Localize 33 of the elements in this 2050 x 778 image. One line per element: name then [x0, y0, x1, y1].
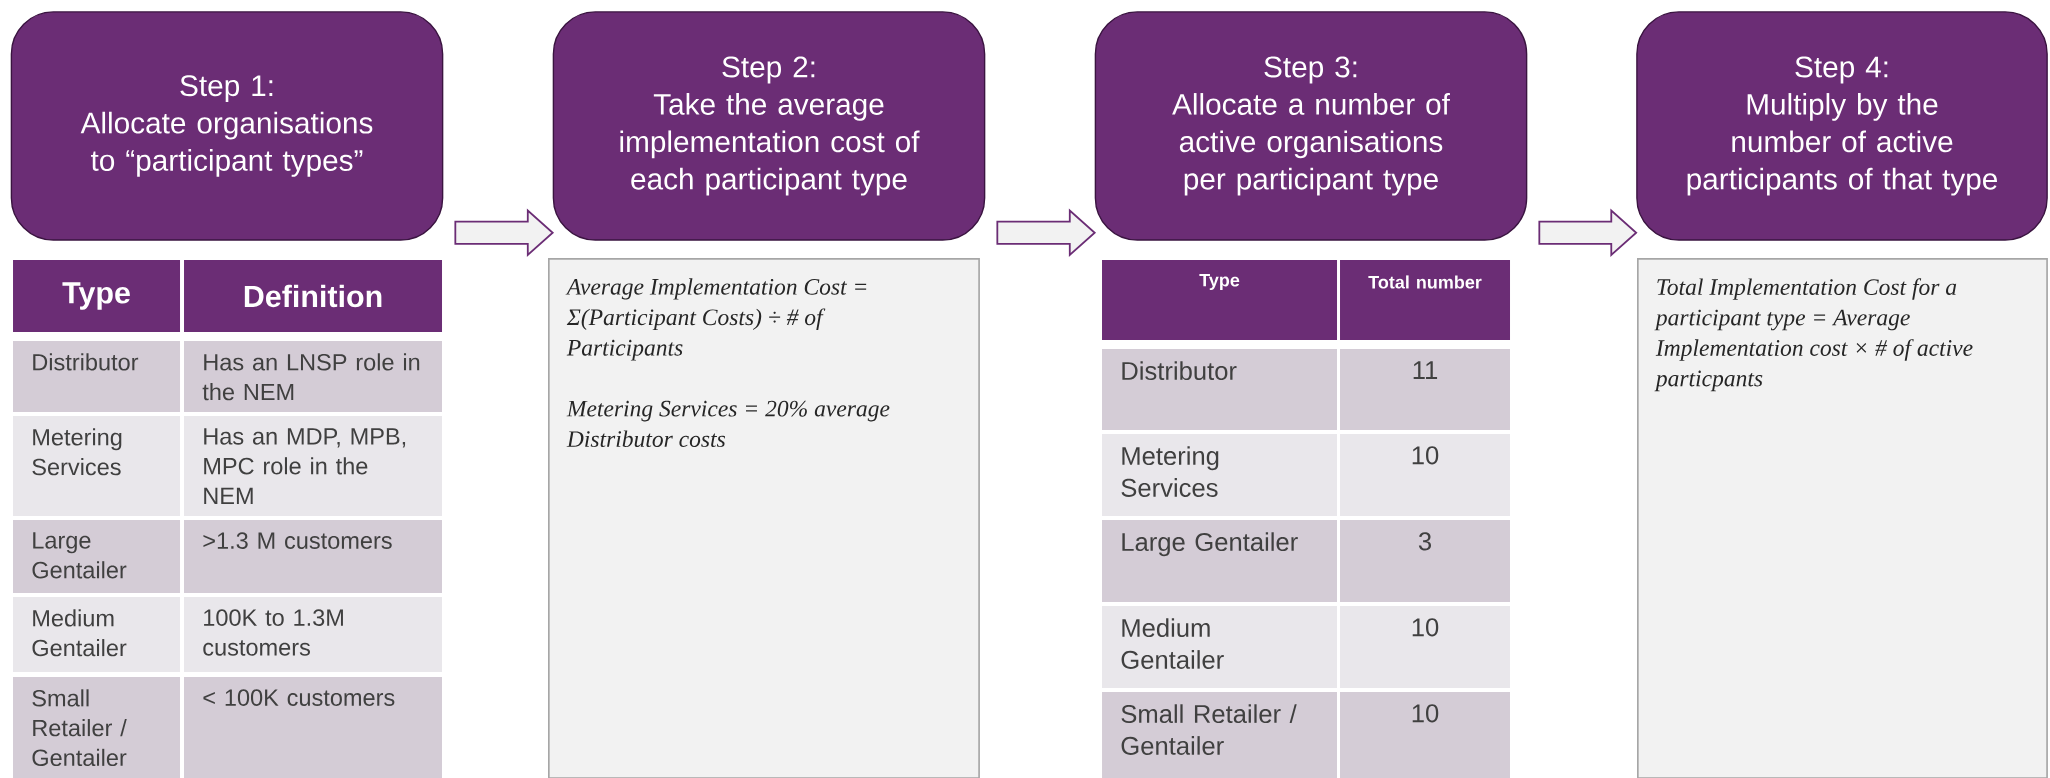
- step-box: Step 4: Multiply by the number of active participants of that type: [1636, 11, 2048, 241]
- table-cell: Metering Services: [13, 416, 180, 516]
- table-header-cell: Type: [1102, 260, 1337, 340]
- table-cell: Has an LNSP role in the NEM: [184, 341, 442, 412]
- formula-box: Total Implementation Cost for a participant type = Average Implementation cost × # of active particpants: [1637, 258, 2048, 778]
- table-cell: Distributor: [1102, 349, 1337, 430]
- table-cell: >1.3 M customers: [184, 520, 442, 593]
- table-cell: 3: [1340, 520, 1510, 602]
- block-arrow: [996, 208, 1097, 257]
- table-cell: 11: [1340, 349, 1510, 430]
- formula-box: Average Implementation Cost = Σ(Participant Costs) ÷ # of Participants Metering Services = 20% average Distributor costs: [548, 258, 980, 778]
- table-cell: Large Gentailer: [1102, 520, 1337, 602]
- step-box: Step 2: Take the average implementation cost of each participant type: [552, 11, 986, 241]
- table-cell: Metering Services: [1102, 434, 1337, 516]
- table-cell: 10: [1340, 434, 1510, 516]
- table-cell: Medium Gentailer: [1102, 606, 1337, 688]
- table-cell: Small Retailer / Gentailer: [13, 677, 180, 778]
- table-cell: 10: [1340, 692, 1510, 778]
- step-box: Step 3: Allocate a number of active organisations per participant type: [1094, 11, 1528, 241]
- table-cell: Distributor: [13, 341, 180, 412]
- table-cell: Small Retailer / Gentailer: [1102, 692, 1337, 778]
- table-cell: 100K to 1.3M customers: [184, 597, 442, 672]
- table-cell: 10: [1340, 606, 1510, 688]
- table-cell: Has an MDP, MPB, MPC role in the NEM: [184, 416, 442, 516]
- table-cell: < 100K customers: [184, 677, 442, 778]
- block-arrow: [454, 208, 555, 257]
- block-arrow: [1538, 208, 1638, 257]
- table-cell: Large Gentailer: [13, 520, 180, 593]
- step-box: Step 1: Allocate organisations to “participant types”: [10, 11, 444, 241]
- table-cell: Medium Gentailer: [13, 597, 180, 672]
- table-header-cell: Definition: [184, 260, 442, 332]
- table-header-cell: Total number: [1340, 260, 1510, 340]
- table-header-cell: Type: [13, 260, 180, 332]
